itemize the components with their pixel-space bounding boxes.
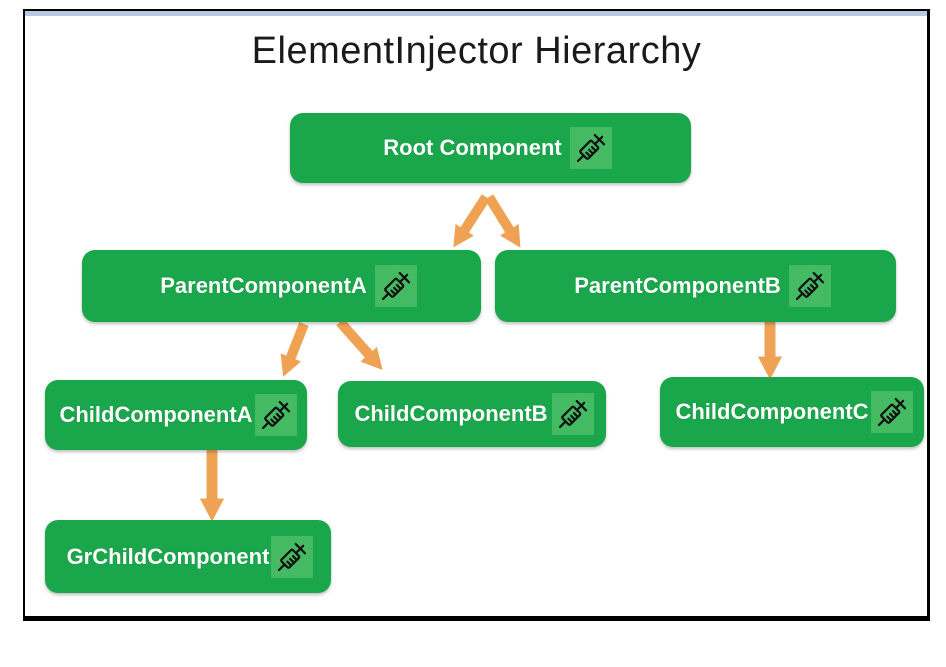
syringe-icon	[870, 391, 913, 433]
node-label: ParentComponentA	[160, 273, 367, 298]
node-label: GrChildComponent	[66, 543, 270, 569]
syringe-icon	[551, 393, 594, 435]
node-label: ChildComponentC	[675, 399, 869, 424]
frame-top-strip	[25, 11, 927, 16]
syringe-icon	[374, 265, 417, 307]
node-root-component: Root Component	[290, 113, 691, 183]
diagram-title: ElementInjector Hierarchy	[251, 30, 702, 72]
syringe-icon	[271, 535, 314, 578]
node-label: ChildComponentB	[354, 401, 548, 426]
node-child-component-a: ChildComponentA	[45, 380, 307, 450]
syringe-icon	[254, 394, 297, 436]
node-child-component-c: ChildComponentC	[660, 377, 924, 447]
syringe-icon	[788, 265, 831, 307]
node-grchild-component: GrChildComponent	[45, 520, 331, 593]
node-child-component-b: ChildComponentB	[338, 381, 606, 447]
node-label: ChildComponentA	[59, 402, 253, 427]
node-label: ParentComponentB	[574, 273, 781, 298]
node-label: Root Component	[383, 135, 562, 160]
node-parent-component-a: ParentComponentA	[82, 250, 481, 322]
node-parent-component-b: ParentComponentB	[495, 250, 896, 322]
syringe-icon	[569, 127, 612, 169]
